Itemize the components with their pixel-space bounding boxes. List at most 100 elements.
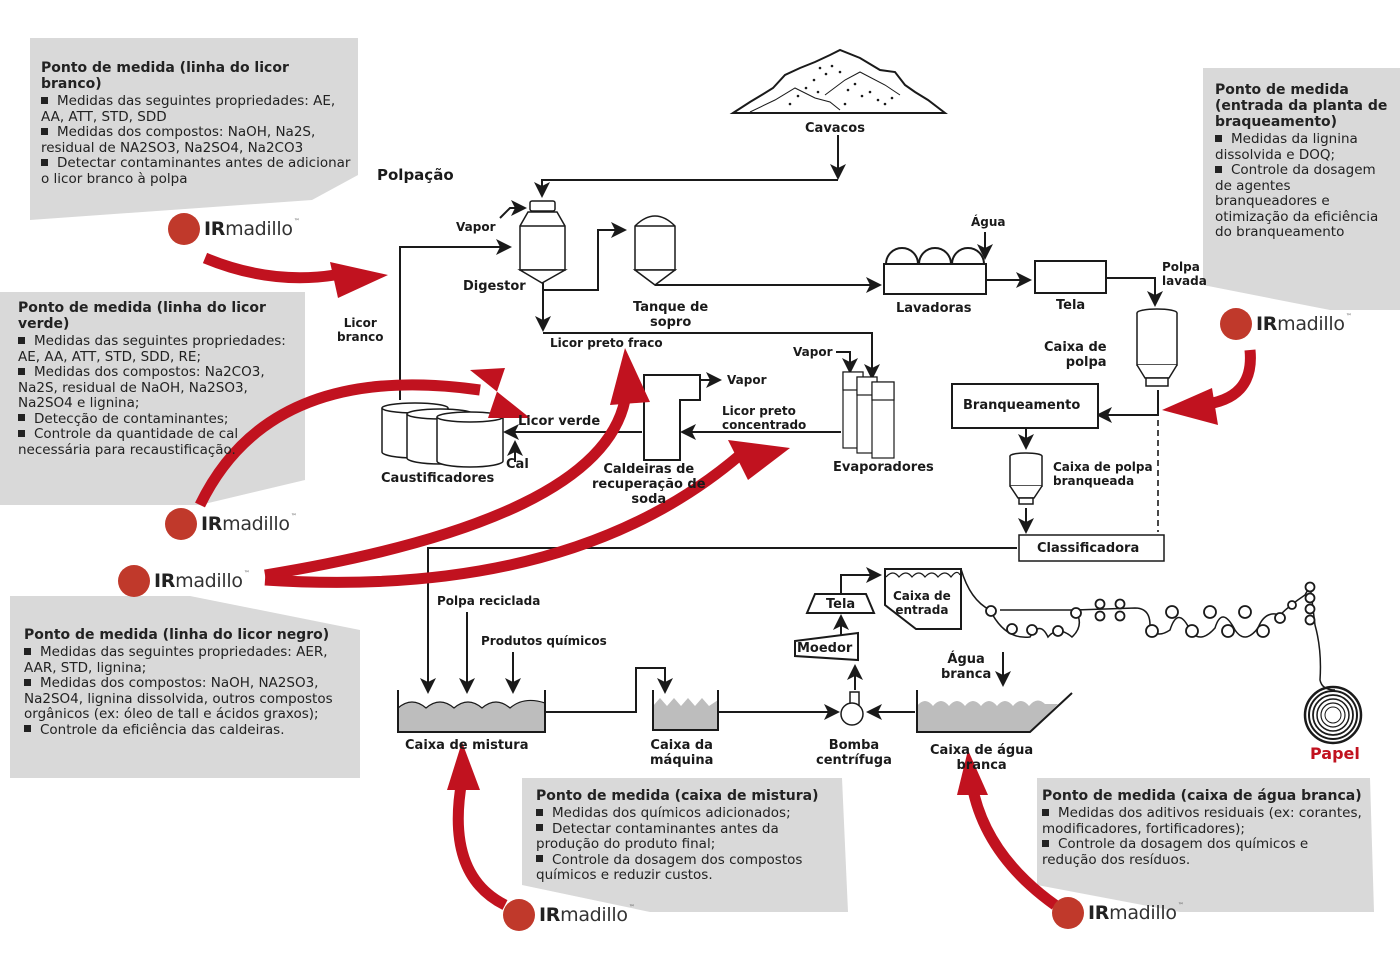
label-polpa-reciclada: Polpa reciclada — [437, 594, 541, 608]
classificadora-box-icon — [1018, 534, 1165, 562]
label-licor-preto-fraco: Licor preto fraco — [550, 336, 663, 350]
irmadillo-logo: IRmadillo™ — [165, 508, 297, 540]
arrow-licor-negro-1 — [264, 398, 631, 581]
armadillo-icon — [165, 508, 197, 540]
label-caixa-maquina: Caixa da máquina — [650, 738, 714, 768]
tanque-sopro-icon — [632, 215, 678, 286]
label-caixa-polpa: Caixa de polpa — [1044, 340, 1107, 370]
panel-item: Medidas das seguintes propriedades: AE, … — [41, 93, 336, 125]
measurement-arrows — [195, 252, 1256, 910]
arrow-licor-branco — [202, 252, 336, 284]
panel-item: Medidas das seguintes propriedades: AE, … — [18, 333, 286, 365]
armadillo-icon — [118, 565, 150, 597]
panel-item: Controle da quantidade de cal necessária… — [18, 426, 239, 458]
label-bomba-centrifuga: Bomba centrífuga — [816, 738, 892, 768]
label-moedor: Moedor — [797, 641, 853, 656]
panel-licor-branco: Ponto de medida (linha do licor branco) … — [41, 60, 351, 187]
label-caldeiras: Caldeiras de recuperação de soda — [592, 462, 706, 507]
label-agua: Água — [971, 215, 1006, 229]
caustificadores-icon — [381, 402, 504, 468]
label-caixa-polpa-branqueada: Caixa de polpa branqueada — [1053, 460, 1153, 488]
label-licor-preto-concentrado: Licor preto concentrado — [722, 404, 807, 432]
panel-item: Medidas dos compostos: Na2CO3, Na2S, res… — [18, 364, 265, 411]
panel-title: Ponto de medida (linha do licor negro) — [24, 627, 330, 643]
panel-item: Detectar contaminantes antes da produção… — [536, 820, 779, 852]
label-licor-verde: Licor verde — [518, 414, 601, 429]
panel-item: Medidas da lignina dissolvida e DOQ; — [1215, 131, 1358, 163]
caixa-maquina-tank-icon — [652, 690, 719, 731]
label-evaporadores: Evaporadores — [833, 460, 934, 475]
cavacos-pile-icon — [729, 48, 948, 114]
panel-item: Medidas dos compostos: NaOH, NA2SO3, Na2… — [24, 675, 333, 722]
panel-bg-caixa-mistura — [522, 778, 848, 912]
panel-title: Ponto de medida (caixa de mistura) — [536, 788, 819, 804]
arrow-licor-verde — [195, 379, 481, 508]
label-tanque-sopro: Tanque de sopro — [633, 300, 709, 330]
label-caixa-entrada: Caixa de entrada — [893, 589, 951, 617]
label-cal: Cal — [506, 457, 529, 472]
panel-item: Medidas dos aditivos residuais (ex: cora… — [1042, 805, 1362, 837]
label-caixa-agua-branca: Caixa de água branca — [930, 743, 1034, 773]
caixa-entrada-icon — [884, 568, 962, 630]
label-caustificadores: Caustificadores — [381, 471, 495, 486]
label-vapor-evaporadores: Vapor — [793, 345, 833, 359]
panel-caixa-mistura: Ponto de medida (caixa de mistura) Medid… — [536, 788, 841, 884]
armadillo-icon — [503, 899, 535, 931]
tela-box-icon — [1034, 260, 1107, 294]
evaporadores-icon — [842, 371, 895, 459]
caldeira-recuperacao-icon — [643, 374, 701, 461]
arrow-agua-branca — [966, 783, 1059, 910]
branqueamento-box-icon — [951, 383, 1099, 429]
panel-bg-licor-negro — [10, 596, 360, 778]
panel-licor-verde: Ponto de medida (linha do licor verde) M… — [18, 300, 303, 458]
caixa-agua-branca-tank-icon — [916, 690, 1073, 733]
digestor-vessel-icon — [517, 200, 568, 284]
arrow-licor-negro-2 — [264, 450, 744, 588]
tela-trapezoid-icon — [805, 593, 876, 614]
section-title: Polpação — [377, 166, 454, 184]
irmadillo-logo: IRmadillo™ — [503, 899, 635, 931]
panel-item: Controle da dosagem de agentes branquead… — [1215, 162, 1379, 240]
panel-item: Controle da eficiência das caldeiras. — [24, 722, 344, 739]
flow-lines — [399, 135, 1163, 720]
label-agua-branca: Água branca — [941, 652, 992, 682]
panel-agua-branca: Ponto de medida (caixa de água branca) M… — [1042, 788, 1362, 868]
caixa-mistura-tank-icon — [397, 690, 546, 733]
label-caixa-mistura: Caixa de mistura — [405, 738, 529, 753]
panel-item: Controle da dosagem dos compostos químic… — [536, 851, 803, 883]
armadillo-icon — [1052, 897, 1084, 929]
panel-bg-branqueamento — [1203, 68, 1400, 310]
panel-item: Detectar contaminantes antes de adiciona… — [41, 155, 351, 187]
panel-title: Ponto de medida (linha do licor verde) — [18, 300, 266, 332]
panel-branqueamento: Ponto de medida (entrada da planta de br… — [1215, 82, 1395, 241]
panel-item: Controle da dosagem dos químicos e reduç… — [1042, 836, 1309, 868]
paper-machine-rollers — [960, 568, 1336, 691]
armadillo-icon — [168, 213, 200, 245]
irmadillo-logo: IRmadillo™ — [118, 565, 250, 597]
label-vapor-digestor: Vapor — [456, 220, 496, 234]
moedor-icon — [794, 631, 859, 662]
caixa-polpa-icon — [1136, 308, 1178, 387]
label-digestor: Digestor — [463, 279, 526, 294]
label-licor-branco: Licor branco — [337, 316, 384, 344]
irmadillo-logo: IRmadillo™ — [168, 213, 300, 245]
arrow-heads — [330, 262, 1218, 795]
panel-title: Ponto de medida (linha do licor branco) — [41, 60, 289, 92]
panel-title: Ponto de medida (caixa de água branca) — [1042, 788, 1362, 804]
arrow-caixa-mistura — [452, 779, 508, 910]
label-produtos-quimicos: Produtos químicos — [481, 634, 607, 648]
panel-item: Medidas dos compostos: NaOH, Na2S, resid… — [41, 124, 316, 156]
armadillo-icon — [1220, 308, 1252, 340]
label-polpa-lavada: Polpa lavada — [1162, 260, 1207, 288]
label-branqueamento: Branqueamento — [963, 398, 1081, 413]
caixa-polpa-branqueada-icon — [1009, 452, 1043, 505]
bomba-centrifuga-icon — [840, 691, 864, 726]
paper-roll-icon — [1303, 685, 1363, 745]
label-classificadora: Classificadora — [1037, 541, 1140, 556]
panel-title: Ponto de medida (entrada da planta de br… — [1215, 82, 1388, 130]
panel-item: Medidas dos químicos adicionados; — [536, 805, 841, 822]
irmadillo-logo: IRmadillo™ — [1220, 308, 1352, 340]
label-cavacos: Cavacos — [805, 121, 865, 136]
